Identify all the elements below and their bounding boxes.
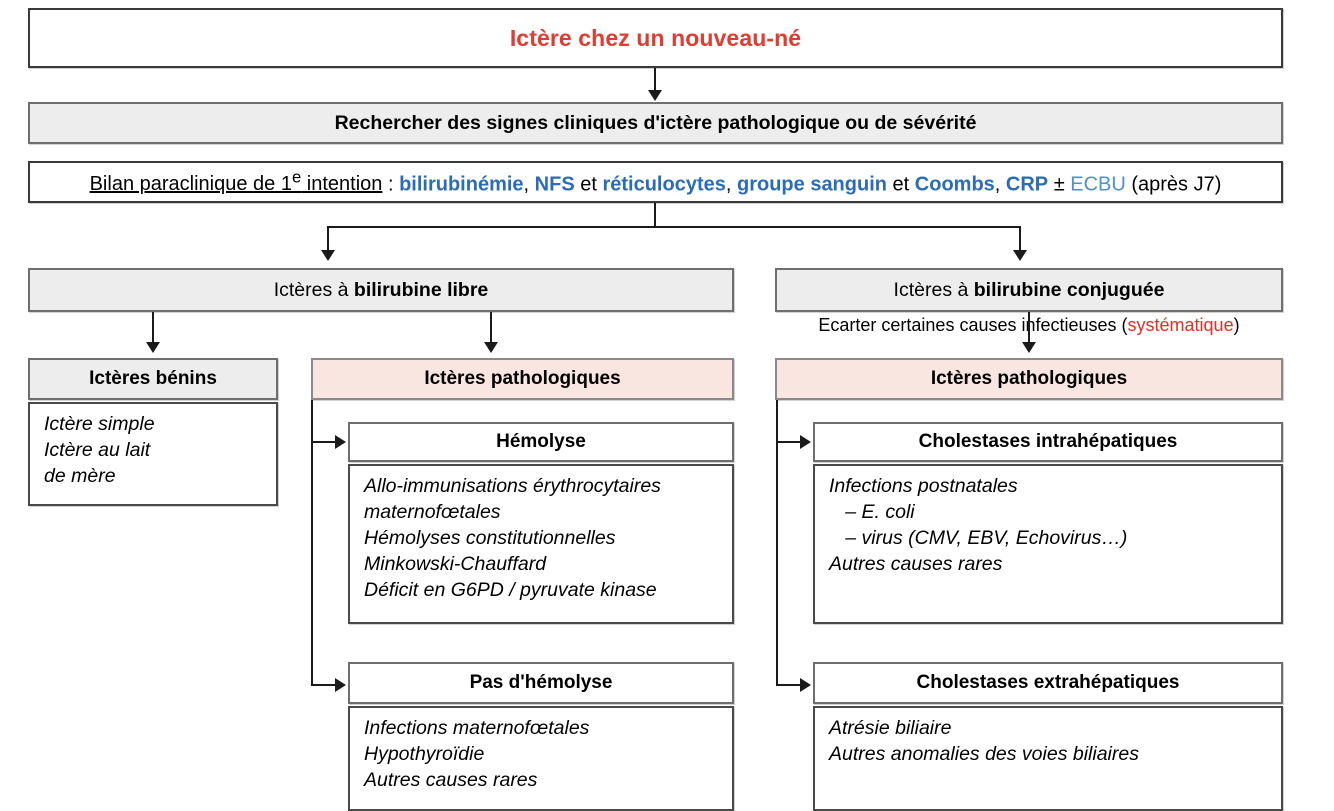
connector-patho-to-extrahepatiques [776,684,802,686]
workup-sep-6: ± [1048,173,1071,196]
list-hemolyse-lines: Allo-immunisations érythrocytaires mater… [364,475,661,601]
arrow-libre-to-patho [484,342,498,353]
connector-patho-libre-to-pas-hemolyse [311,684,337,686]
header-ictères-pathologiques-libre-label: Ictères pathologiques [424,368,621,389]
clinical-signs-box: Rechercher des signes cliniques d'ictère… [28,102,1283,144]
workup-label: Bilan paraclinique de 1e intention : bil… [76,168,1236,197]
list-ictères-benins: Ictère simple Ictère au lait de mère [28,402,278,506]
list-hemolyse: Allo-immunisations érythrocytaires mater… [348,464,734,624]
workup-item-reticulocytes: réticulocytes [602,173,726,196]
connector-split-right [1019,226,1021,252]
connector-title-to-clinical [654,68,656,92]
connector-patho-libre-to-hemolyse [311,441,337,443]
note-suffix: ) [1233,315,1240,335]
header-pas-d-hemolyse: Pas d'hémolyse [348,662,734,704]
arrow-to-extrahepatiques [800,678,811,692]
header-cholestases-intrahepatiques: Cholestases intrahépatiques [813,422,1283,462]
note-systematique: systématique [1127,315,1234,335]
category-bilirubine-conjuguee-label: Ictères à bilirubine conjuguée [893,278,1165,301]
workup-sep-3: , [725,173,737,196]
header-hemolyse-label: Hémolyse [496,431,586,452]
arrow-to-bilirubine-libre [321,250,335,261]
workup-sep-2: et [574,173,603,196]
arrow-to-bilirubine-conjuguee [1013,250,1027,261]
workup-underlined-prefix: Bilan paraclinique de 1e intention [89,167,383,196]
connector-libre-to-benins [152,312,154,344]
note-ecarter-causes-infectieuses: Ecarter certaines causes infectieuses (s… [775,315,1283,336]
header-cholestases-extrahepatiques-label: Cholestases extrahépatiques [916,672,1180,693]
arrow-to-intrahepatiques [800,435,811,449]
header-ictères-benins-label: Ictères bénins [89,368,217,389]
list-cholestases-extrahepatiques: Atrésie biliaire Autres anomalies des vo… [813,706,1283,811]
list-ictères-benins-lines: Ictère simple Ictère au lait de mère [44,413,155,487]
category-bilirubine-libre: Ictères à bilirubine libre [28,268,734,312]
connector-split-left [327,226,329,252]
workup-item-nfs: NFS [534,173,575,196]
connector-workup-stem [654,203,656,227]
workup-item-groupe-sanguin: groupe sanguin [736,173,887,196]
clinical-signs-label: Rechercher des signes cliniques d'ictère… [334,111,977,134]
connector-split-horizontal [327,226,1021,228]
list-pas-d-hemolyse: Infections maternofœtales Hypothyroïdie … [348,706,734,811]
connector-conjuguee-to-patho [1028,312,1030,344]
workup-box: Bilan paraclinique de 1e intention : bil… [28,161,1283,203]
arrow-title-to-clinical [648,90,662,101]
connector-patho-libre-spine [311,400,313,686]
header-cholestases-intrahepatiques-label: Cholestases intrahépatiques [918,431,1178,452]
title-box: Ictère chez un nouveau-né [28,8,1283,68]
workup-item-crp: CRP [1005,173,1049,196]
workup-sep-1: , [523,173,535,196]
arrow-to-pas-hemolyse [335,678,346,692]
arrow-to-hemolyse [335,435,346,449]
arrow-libre-to-benins [146,342,160,353]
category-bilirubine-libre-label: Ictères à bilirubine libre [273,278,489,301]
header-ictères-pathologiques-libre: Ictères pathologiques [311,358,734,400]
header-ictères-benins: Ictères bénins [28,358,278,400]
connector-patho-conjuguee-spine [776,400,778,686]
page-title: Ictère chez un nouveau-né [509,24,802,51]
header-ictères-pathologiques-conjuguee: Ictères pathologiques [775,358,1283,400]
workup-sep-4: et [886,173,915,196]
workup-item-coombs: Coombs [914,173,995,196]
list-cholestases-extrahepatiques-lines: Atrésie biliaire Autres anomalies des vo… [829,717,1139,765]
connector-patho-to-intrahepatiques [776,441,802,443]
list-cholestases-intrahepatiques-lines: Infections postnatales – E. coli – virus… [829,475,1128,575]
workup-item-bilirubinemie: bilirubinémie [399,173,524,196]
note-prefix: Ecarter certaines causes infectieuses ( [818,315,1128,335]
header-hemolyse: Hémolyse [348,422,734,462]
header-cholestases-extrahepatiques: Cholestases extrahépatiques [813,662,1283,704]
workup-sep-5: , [994,173,1006,196]
arrow-conjuguee-to-patho [1022,342,1036,353]
header-pas-d-hemolyse-label: Pas d'hémolyse [469,672,613,693]
connector-libre-to-patho [490,312,492,344]
workup-suffix-apres-j7: (après J7) [1125,173,1222,196]
workup-separator: : [382,173,400,196]
category-bilirubine-conjuguee: Ictères à bilirubine conjuguée [775,268,1283,312]
header-ictères-pathologiques-conjuguee-label: Ictères pathologiques [930,368,1128,389]
list-pas-d-hemolyse-lines: Infections maternofœtales Hypothyroïdie … [364,717,590,791]
list-cholestases-intrahepatiques: Infections postnatales – E. coli – virus… [813,464,1283,624]
workup-item-ecbu: ECBU [1070,173,1126,196]
